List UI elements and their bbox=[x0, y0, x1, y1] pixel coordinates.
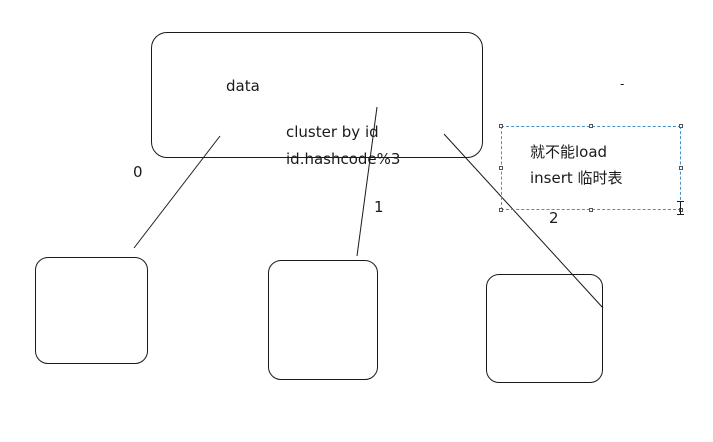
bucket-label-2: 2 bbox=[549, 209, 559, 227]
note-text-line-1[interactable]: 就不能load bbox=[530, 143, 608, 161]
text-ibeam-icon bbox=[677, 201, 684, 215]
note-text-line-2[interactable]: insert 临时表 bbox=[530, 169, 623, 187]
bucket-box-2[interactable] bbox=[486, 274, 603, 383]
resize-handle-middle-left[interactable] bbox=[499, 166, 503, 170]
bucket-box-1[interactable] bbox=[268, 260, 378, 380]
resize-handle-top-right[interactable] bbox=[679, 124, 683, 128]
cluster-rule-text: cluster by id bbox=[286, 123, 379, 141]
resize-handle-middle-right[interactable] bbox=[679, 166, 683, 170]
resize-handle-top-middle[interactable] bbox=[589, 124, 593, 128]
resize-handle-top-left[interactable] bbox=[499, 124, 503, 128]
stray-mark: - bbox=[620, 77, 625, 91]
bucket-label-1: 1 bbox=[374, 198, 384, 216]
connector-line-0 bbox=[133, 135, 221, 249]
connector-line-1 bbox=[356, 106, 378, 257]
connector-line-2 bbox=[443, 133, 604, 309]
selected-note-textbox[interactable]: 就不能load insert 临时表 bbox=[499, 124, 683, 212]
resize-handle-bottom-left[interactable] bbox=[499, 208, 503, 212]
source-data-box[interactable] bbox=[151, 32, 483, 158]
source-data-label: data bbox=[226, 77, 260, 95]
resize-handle-bottom-middle[interactable] bbox=[589, 208, 593, 212]
hash-rule-text: id.hashcode%3 bbox=[286, 150, 401, 168]
bucket-label-0: 0 bbox=[133, 163, 143, 181]
bucket-box-0[interactable] bbox=[35, 257, 148, 364]
